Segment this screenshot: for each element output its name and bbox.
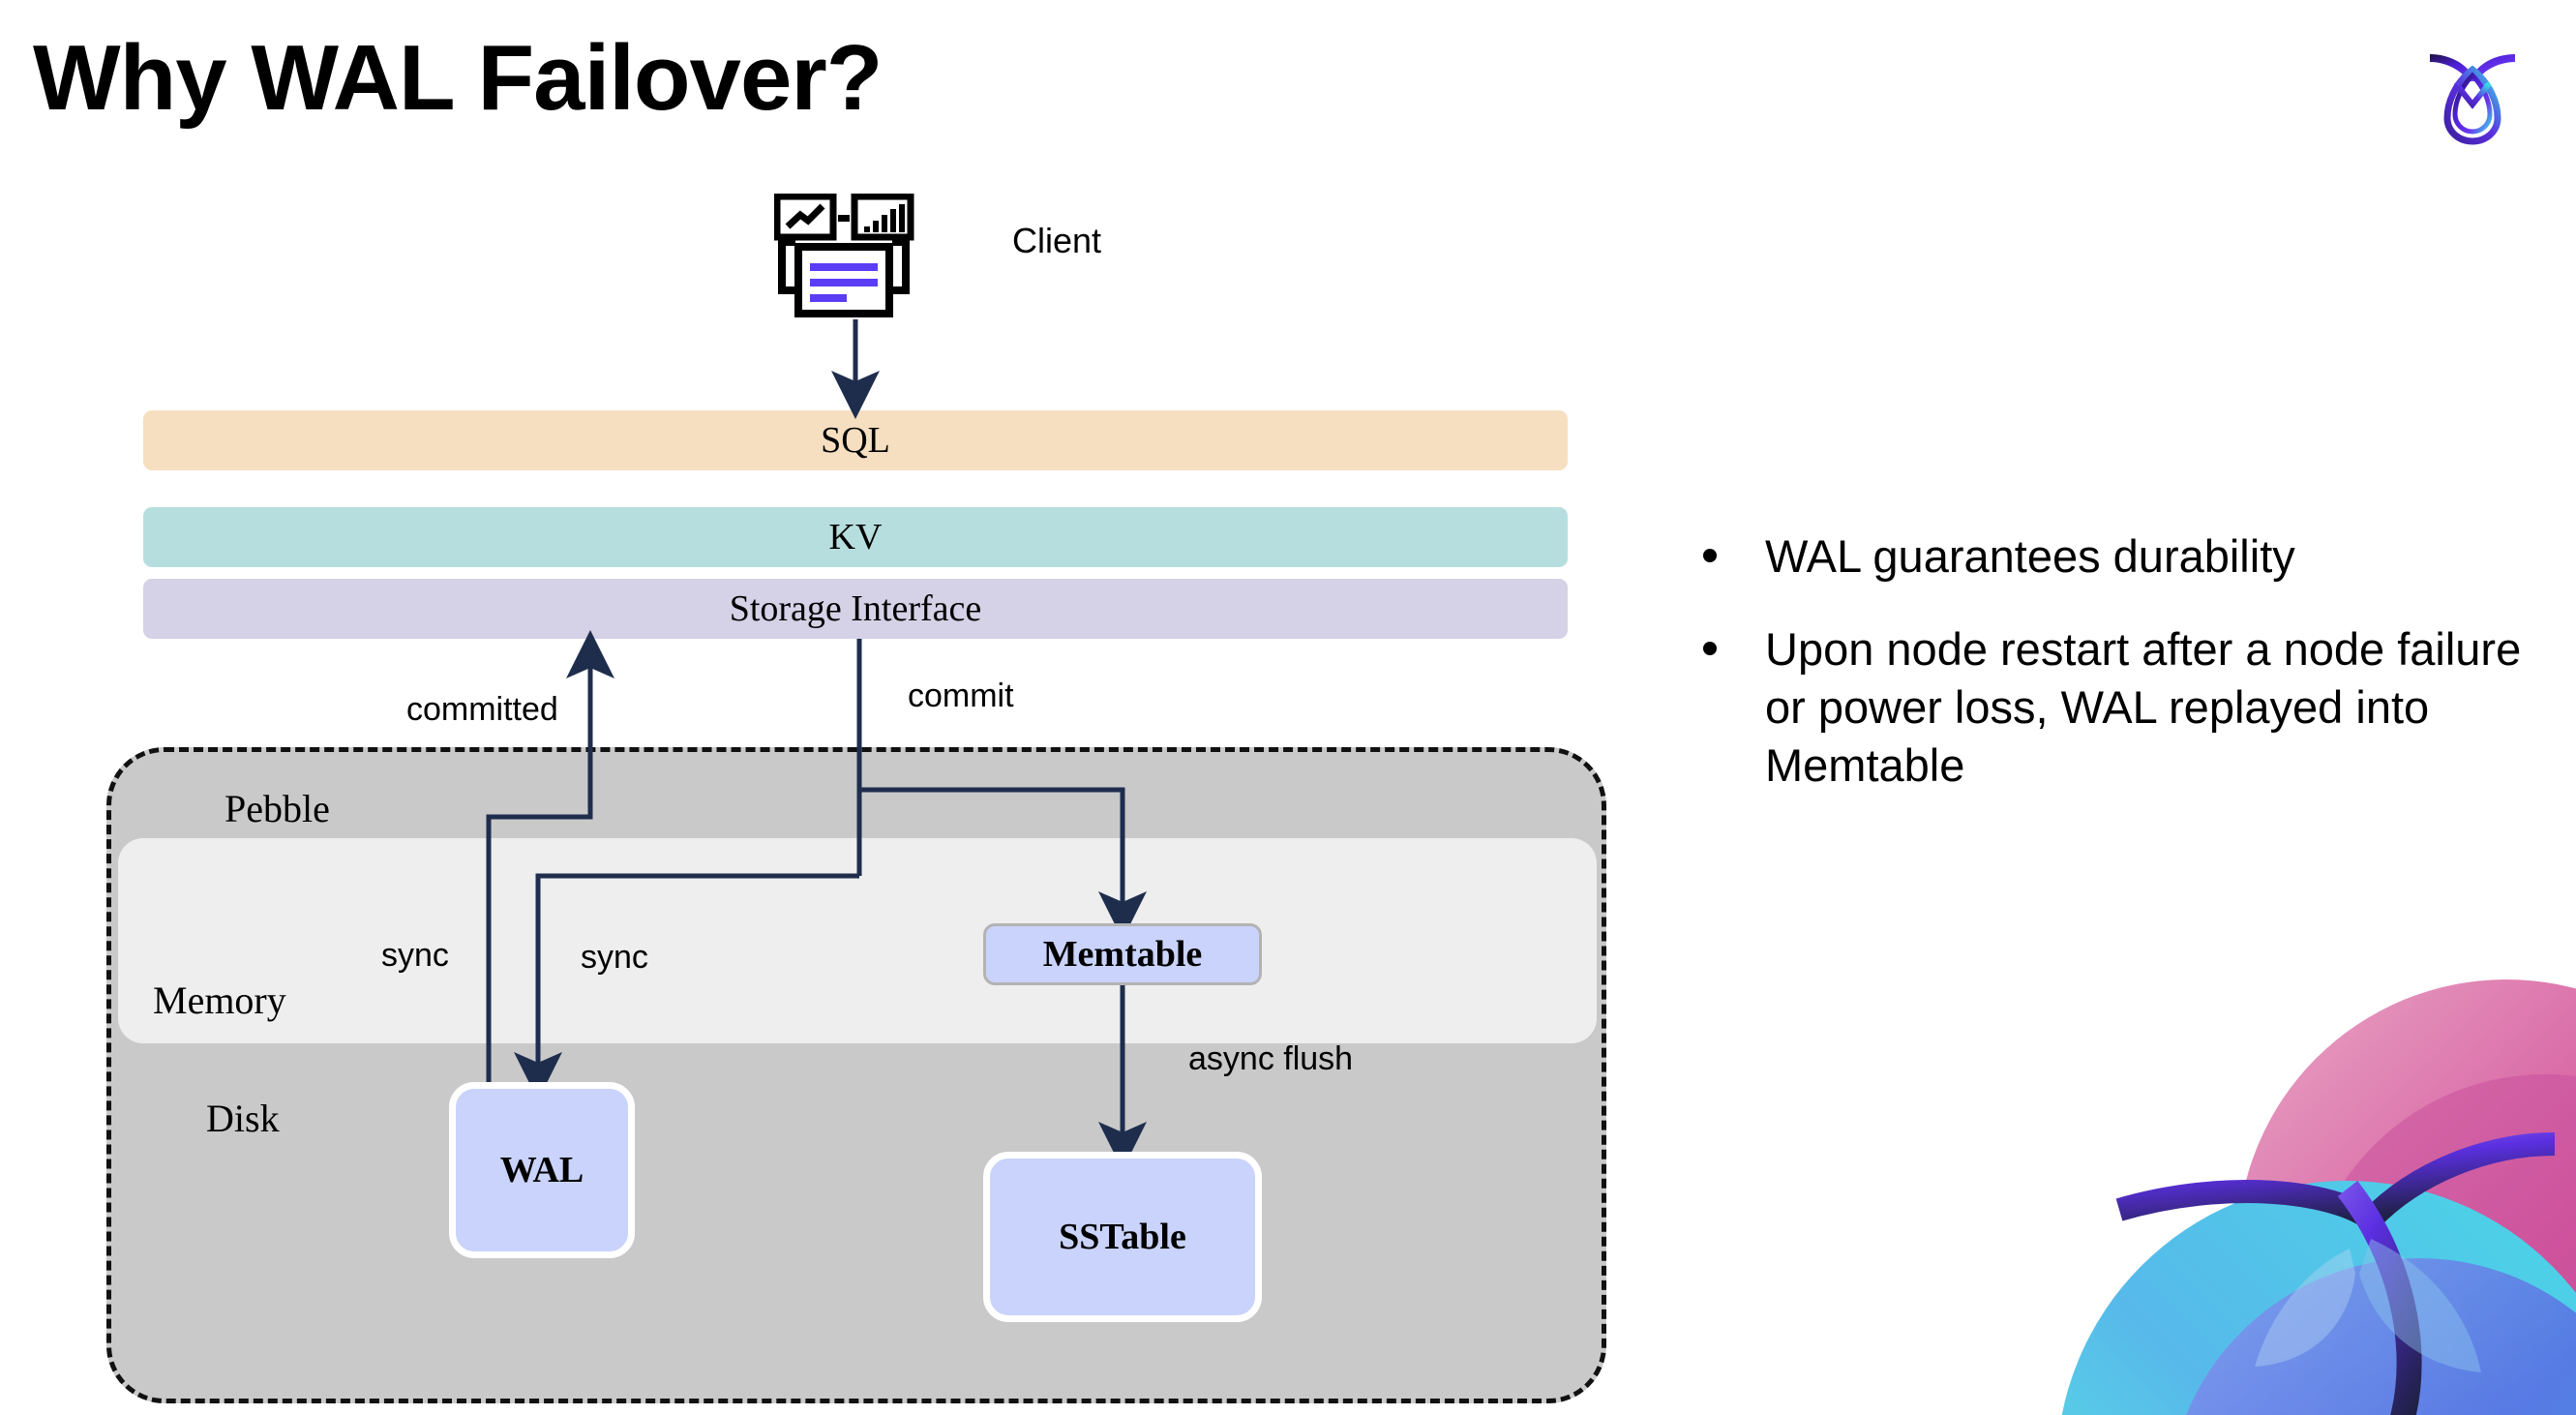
node-memtable: Memtable: [983, 923, 1262, 985]
memory-region: [118, 838, 1597, 1043]
client-terminal-icon: [773, 193, 929, 319]
bullet-text: Upon node restart after a node failure o…: [1765, 623, 2522, 792]
memory-label: Memory: [153, 978, 286, 1022]
layer-bar-sql-label: SQL: [821, 420, 890, 461]
pebble-label: Pebble: [225, 787, 330, 830]
layer-bar-kv: KV: [143, 507, 1568, 567]
node-wal-label: WAL: [499, 1150, 584, 1190]
bullet-dot-icon: [1703, 642, 1717, 656]
bullet-dot-icon: [1703, 549, 1717, 562]
bullet-text: WAL guarantees durability: [1765, 530, 2295, 582]
layer-bar-sql: SQL: [143, 410, 1568, 470]
cockroachdb-watermark-art: [1964, 929, 2576, 1415]
edge-label-sync-2: sync: [581, 939, 648, 976]
edge-label-sync-1: sync: [381, 937, 449, 974]
node-sstable: SSTable: [983, 1152, 1262, 1322]
node-wal: WAL: [449, 1082, 635, 1258]
page-title: Why WAL Failover?: [33, 26, 883, 130]
bullet-list: WAL guarantees durability Upon node rest…: [1703, 527, 2526, 830]
layer-bar-kv-label: KV: [828, 517, 883, 557]
client-label: Client: [1012, 221, 1102, 260]
edge-label-async-flush: async flush: [1188, 1040, 1354, 1077]
layer-bar-storage-interface-label: Storage Interface: [729, 588, 982, 629]
cockroachdb-logo: [2414, 31, 2531, 147]
node-memtable-label: Memtable: [1042, 934, 1203, 975]
list-item: Upon node restart after a node failure o…: [1703, 620, 2526, 795]
list-item: WAL guarantees durability: [1703, 527, 2526, 586]
disk-label: Disk: [206, 1097, 280, 1140]
edge-label-commit: commit: [908, 677, 1014, 714]
node-sstable-label: SSTable: [1059, 1217, 1186, 1257]
layer-bar-storage-interface: Storage Interface: [143, 579, 1568, 639]
edge-label-committed: committed: [406, 691, 558, 728]
